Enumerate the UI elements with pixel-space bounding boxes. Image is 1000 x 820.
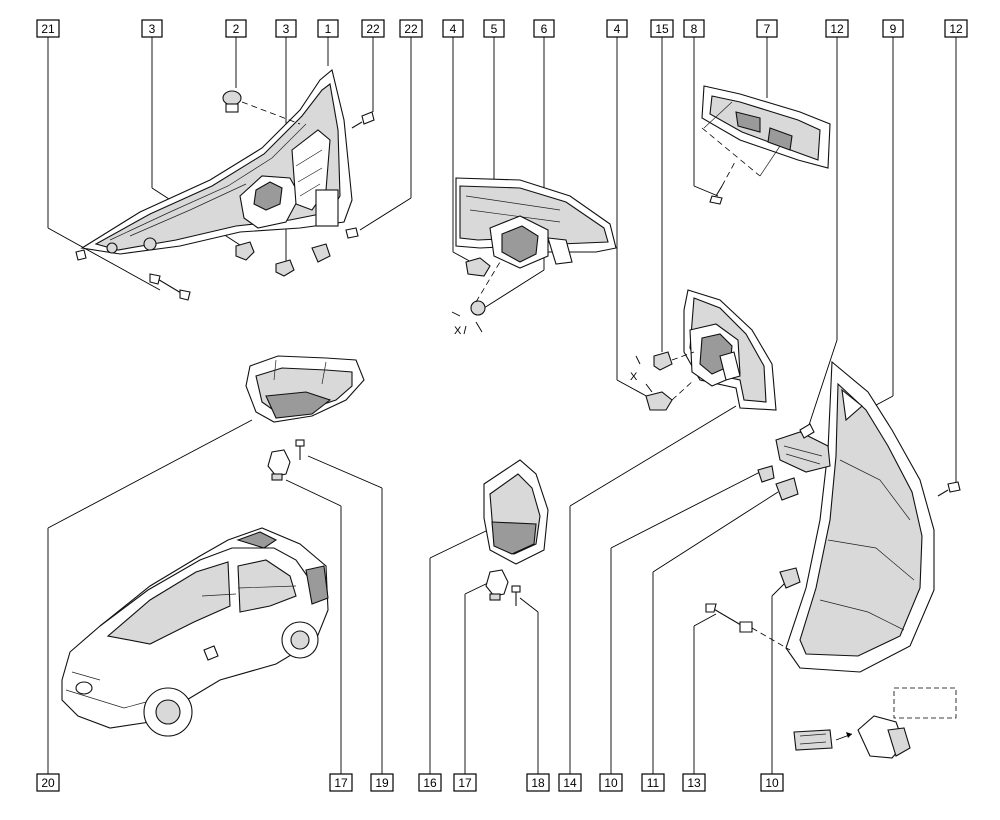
clip-11[interactable] — [775, 477, 799, 501]
rear-lamp-9[interactable] — [785, 360, 935, 673]
bulb-4-right[interactable] — [645, 379, 695, 411]
lamp-unit-16[interactable] — [483, 459, 549, 565]
fastener-21[interactable] — [149, 273, 191, 301]
bulb-holder-3-left[interactable] — [235, 241, 255, 261]
callout-20[interactable]: 20 — [36, 773, 60, 792]
svg-text:6: 6 — [541, 22, 548, 36]
callout-3-left[interactable]: 3 — [141, 19, 163, 38]
rear-lamp-14[interactable] — [683, 289, 777, 411]
callout-22-left[interactable]: 22 — [361, 19, 385, 38]
vehicle-location-illustration — [61, 527, 329, 737]
screw-18[interactable] — [511, 585, 521, 606]
gasket-6[interactable]: X — [451, 261, 501, 337]
bulb-holder-15[interactable]: X — [630, 351, 695, 393]
callout-7[interactable]: 7 — [756, 19, 778, 38]
svg-text:7: 7 — [764, 22, 771, 36]
callout-4-right[interactable]: 4 — [606, 19, 628, 38]
callout-19[interactable]: 19 — [370, 773, 394, 792]
svg-text:4: 4 — [450, 22, 457, 36]
svg-text:2: 2 — [233, 22, 240, 36]
screw-22-top[interactable] — [351, 111, 375, 129]
fastener-13[interactable] — [705, 603, 791, 651]
callout-10-left[interactable]: 10 — [599, 773, 623, 792]
screw-19[interactable] — [295, 439, 305, 460]
svg-text:11: 11 — [647, 776, 660, 790]
bulb-17-right[interactable] — [485, 569, 509, 601]
bulb-detail-inset — [793, 687, 957, 759]
callout-3-right[interactable]: 3 — [275, 19, 297, 38]
svg-text:3: 3 — [149, 22, 156, 36]
callout-6[interactable]: 6 — [533, 19, 555, 38]
screw-12-right[interactable] — [937, 481, 961, 497]
svg-text:10: 10 — [765, 776, 779, 790]
rear-lamp-assembly-1[interactable] — [75, 69, 353, 261]
callout-17-left[interactable]: 17 — [329, 773, 353, 792]
callout-12-right[interactable]: 12 — [944, 19, 968, 38]
svg-text:13: 13 — [687, 776, 701, 790]
callout-9[interactable]: 9 — [882, 19, 904, 38]
callout-16[interactable]: 16 — [418, 773, 442, 792]
svg-text:15: 15 — [655, 22, 669, 36]
svg-text:9: 9 — [890, 22, 897, 36]
callout-17-right[interactable]: 17 — [453, 773, 477, 792]
callout-12-left[interactable]: 12 — [825, 19, 849, 38]
svg-text:17: 17 — [334, 776, 348, 790]
clip-10-lower[interactable] — [779, 567, 801, 589]
callout-14[interactable]: 14 — [558, 773, 582, 792]
svg-text:X: X — [630, 371, 638, 383]
svg-text:19: 19 — [375, 776, 389, 790]
svg-text:22: 22 — [366, 22, 380, 36]
callout-22-right[interactable]: 22 — [399, 19, 423, 38]
svg-text:22: 22 — [404, 22, 418, 36]
callout-11[interactable]: 11 — [641, 773, 665, 792]
callout-2[interactable]: 2 — [225, 19, 247, 38]
svg-text:3: 3 — [283, 22, 290, 36]
nut-connector[interactable] — [311, 243, 331, 263]
clip-10-upper[interactable] — [757, 465, 775, 483]
svg-text:18: 18 — [531, 776, 545, 790]
inner-rear-lamp-5[interactable] — [455, 177, 617, 269]
screw-12-left[interactable] — [799, 423, 815, 439]
svg-text:12: 12 — [830, 22, 844, 36]
bulb-holder-3-right[interactable] — [275, 259, 295, 277]
callout-5[interactable]: 5 — [483, 19, 505, 38]
bulb-4-left[interactable] — [465, 257, 491, 277]
bracket-11[interactable] — [775, 431, 831, 473]
callout-10-right[interactable]: 10 — [760, 773, 784, 792]
svg-text:4: 4 — [614, 22, 621, 36]
callout-21[interactable]: 21 — [36, 19, 60, 38]
callout-15[interactable]: 15 — [650, 19, 674, 38]
screw-22-bottom[interactable] — [345, 227, 359, 239]
svg-text:5: 5 — [491, 22, 498, 36]
callout-18[interactable]: 18 — [526, 773, 550, 792]
svg-text:16: 16 — [423, 776, 437, 790]
svg-text:21: 21 — [41, 22, 55, 36]
svg-text:10: 10 — [604, 776, 618, 790]
lamp-unit-20[interactable] — [245, 355, 365, 423]
svg-text:17: 17 — [458, 776, 472, 790]
callout-4-left[interactable]: 4 — [442, 19, 464, 38]
callout-13[interactable]: 13 — [682, 773, 706, 792]
svg-text:1: 1 — [325, 22, 332, 36]
screw-8[interactable] — [709, 159, 737, 205]
clip-2[interactable] — [222, 90, 301, 125]
bulb-17-left[interactable] — [267, 449, 291, 481]
callout-1[interactable]: 1 — [317, 19, 339, 38]
svg-text:8: 8 — [691, 22, 698, 36]
svg-text:X: X — [454, 325, 462, 337]
high-mount-brake-light-7[interactable] — [701, 85, 831, 177]
svg-text:12: 12 — [949, 22, 963, 36]
svg-text:20: 20 — [41, 776, 55, 790]
callout-8[interactable]: 8 — [683, 19, 705, 38]
svg-text:14: 14 — [563, 776, 577, 790]
